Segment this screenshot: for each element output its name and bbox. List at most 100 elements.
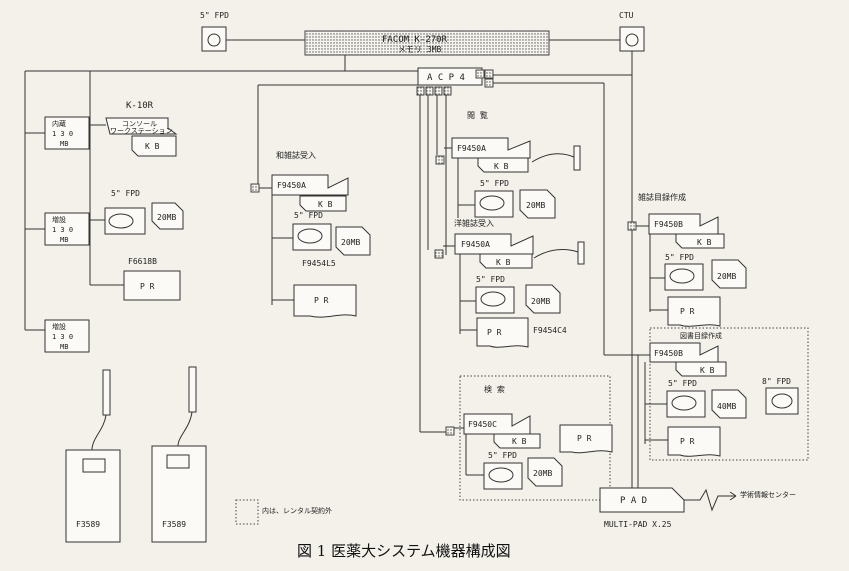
svg-text:5" FPD: 5" FPD bbox=[476, 275, 505, 284]
gakujutsu-label: 学術情報センター bbox=[740, 490, 796, 499]
workstation-label: ワークステーション bbox=[110, 127, 173, 135]
pad-unit: P A D bbox=[599, 487, 685, 513]
disk-add1-130mb: 増設 1 3 0 MB bbox=[44, 212, 90, 246]
ctu-unit: CTU bbox=[619, 11, 645, 52]
svg-text:K B: K B bbox=[496, 258, 511, 267]
svg-text:20MB: 20MB bbox=[531, 297, 550, 306]
svg-text:F9450C: F9450C bbox=[468, 420, 497, 429]
tosho-fpd bbox=[666, 390, 706, 418]
zasshi-fpd bbox=[664, 263, 704, 291]
svg-text:F9450A: F9450A bbox=[277, 181, 306, 190]
svg-text:40MB: 40MB bbox=[717, 402, 736, 411]
legend-box bbox=[235, 499, 259, 525]
wazasshi-printer: P R bbox=[293, 284, 357, 318]
etsuran-terminal: F9450A K B bbox=[451, 137, 531, 173]
svg-text:K B: K B bbox=[697, 238, 712, 247]
svg-text:P R: P R bbox=[680, 307, 695, 316]
tosho-mokuroku-label: 図書目録作成 bbox=[680, 331, 722, 340]
kensaku-terminal: F9450C K B bbox=[463, 413, 541, 449]
svg-text:増設: 増設 bbox=[52, 322, 66, 331]
yozasshi-20mb: 20MB bbox=[525, 284, 561, 314]
f6618b-label: F6618B bbox=[128, 257, 157, 266]
multipad-label: MULTI-PAD X.25 bbox=[604, 520, 672, 529]
yozasshi-printer: P R bbox=[476, 317, 529, 348]
k10r-printer: P R bbox=[123, 270, 181, 301]
disk-add2-130mb: 増設 1 3 0 MB bbox=[44, 319, 90, 353]
etsuran-fpd bbox=[474, 190, 514, 218]
tosho-printer: P R bbox=[667, 426, 721, 457]
svg-text:F3589: F3589 bbox=[162, 520, 186, 529]
tosho-40mb: 40MB bbox=[711, 389, 747, 419]
svg-text:MB: MB bbox=[60, 140, 68, 148]
svg-text:内蔵: 内蔵 bbox=[52, 119, 66, 128]
svg-text:P R: P R bbox=[577, 434, 592, 443]
svg-text:5" FPD: 5" FPD bbox=[294, 211, 323, 220]
svg-text:P A D: P A D bbox=[620, 496, 647, 506]
f3589-terminal-2: F3589 bbox=[151, 366, 207, 543]
tosho-rental-region bbox=[649, 327, 809, 461]
acp4-controller: A C P 4 bbox=[416, 67, 494, 96]
f9454l5-label: F9454L5 bbox=[302, 259, 336, 268]
facom-mainframe: FACOM K-270R メモリ 3MB bbox=[304, 30, 550, 56]
f9454c4-label: F9454C4 bbox=[533, 326, 567, 335]
facom-label: FACOM K-270R bbox=[382, 35, 448, 45]
etsuran-label: 閲 覧 bbox=[467, 110, 488, 120]
svg-text:20MB: 20MB bbox=[533, 469, 552, 478]
ctu-label: CTU bbox=[619, 11, 634, 20]
kensaku-label: 検 索 bbox=[484, 384, 505, 394]
console-label: コンソール bbox=[122, 120, 157, 128]
f3589-terminal-1: F3589 bbox=[65, 369, 121, 543]
svg-text:20MB: 20MB bbox=[341, 238, 360, 247]
svg-text:1 3 0: 1 3 0 bbox=[52, 226, 73, 234]
svg-text:P R: P R bbox=[140, 282, 155, 291]
svg-text:F9450A: F9450A bbox=[457, 144, 486, 153]
legend-text: 内は、レンタル契約外 bbox=[262, 506, 332, 515]
yozasshi-label: 洋雑誌受入 bbox=[454, 218, 494, 228]
svg-text:F3589: F3589 bbox=[76, 520, 100, 529]
kensaku-20mb: 20MB bbox=[527, 457, 563, 487]
svg-text:K B: K B bbox=[494, 162, 509, 171]
k10r-fpd-label: 5" FPD bbox=[111, 189, 140, 198]
kensaku-rental-region bbox=[459, 375, 611, 501]
disk-internal-130mb: 内蔵 1 3 0 MB bbox=[44, 116, 90, 150]
fpd-top-label: 5" FPD bbox=[200, 11, 229, 20]
k10r-kb-label: K B bbox=[145, 142, 160, 151]
zasshi-terminal: F9450B K B bbox=[648, 213, 725, 249]
zasshi-mokuroku-label: 雑誌目録作成 bbox=[638, 192, 686, 202]
svg-text:5" FPD: 5" FPD bbox=[480, 179, 509, 188]
svg-text:5" FPD: 5" FPD bbox=[668, 379, 697, 388]
svg-text:K B: K B bbox=[512, 437, 527, 446]
k10r-20mb-disk: 20MB bbox=[151, 202, 184, 230]
etsuran-20mb: 20MB bbox=[519, 189, 556, 219]
wazasshi-fpd bbox=[292, 223, 332, 251]
wazasshi-20mb: 20MB bbox=[335, 226, 371, 256]
svg-text:5" FPD: 5" FPD bbox=[488, 451, 517, 460]
svg-text:MB: MB bbox=[60, 343, 68, 351]
memory-label: メモリ 3MB bbox=[398, 45, 441, 54]
figure-caption: 図 1 医薬大システム機器構成図 bbox=[297, 542, 511, 560]
svg-text:MB: MB bbox=[60, 236, 68, 244]
acp4-label: A C P 4 bbox=[427, 73, 465, 83]
svg-text:F9450A: F9450A bbox=[461, 240, 490, 249]
svg-text:1 3 0: 1 3 0 bbox=[52, 130, 73, 138]
svg-text:増設: 増設 bbox=[52, 215, 66, 224]
yozasshi-terminal: F9450A K B bbox=[454, 233, 534, 269]
svg-text:P R: P R bbox=[314, 296, 329, 305]
wazasshi-label: 和雑誌受入 bbox=[276, 150, 316, 160]
kensaku-printer: P R bbox=[559, 424, 613, 454]
svg-text:1 3 0: 1 3 0 bbox=[52, 333, 73, 341]
zasshi-20mb: 20MB bbox=[711, 259, 747, 289]
svg-text:8" FPD: 8" FPD bbox=[762, 377, 791, 386]
svg-text:F9450B: F9450B bbox=[654, 349, 683, 358]
yozasshi-fpd bbox=[475, 286, 515, 314]
wazasshi-terminal: F9450A K B bbox=[271, 174, 349, 212]
svg-text:K B: K B bbox=[318, 200, 333, 209]
tosho-8in-fpd bbox=[765, 387, 799, 415]
kensaku-fpd bbox=[483, 462, 523, 490]
k10r-fpd bbox=[104, 207, 146, 235]
svg-text:K B: K B bbox=[700, 366, 715, 375]
svg-text:5" FPD: 5" FPD bbox=[665, 253, 694, 262]
fpd-top-unit: 5" FPD bbox=[200, 11, 229, 52]
zasshi-printer: P R bbox=[667, 296, 721, 327]
